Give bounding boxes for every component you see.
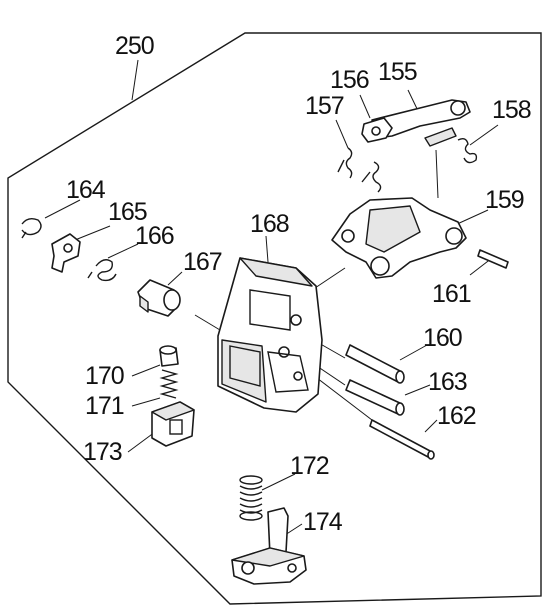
part-168-housing	[217, 257, 323, 413]
label-170: 170	[85, 362, 124, 390]
part-174-lever	[231, 507, 307, 585]
part-165-bracket	[51, 233, 81, 273]
part-162-pin	[369, 419, 435, 460]
label-157: 157	[305, 92, 344, 120]
label-156: 156	[330, 66, 369, 94]
part-158-spring-plate	[424, 127, 478, 164]
part-164-clip	[21, 217, 42, 239]
label-155: 155	[378, 58, 417, 86]
label-167: 167	[183, 248, 222, 276]
label-166: 166	[135, 222, 174, 250]
assembly-outline	[7, 32, 542, 605]
label-162: 162	[437, 402, 476, 430]
label-163: 163	[428, 368, 467, 396]
part-156-clip	[361, 117, 393, 143]
label-159: 159	[485, 186, 524, 214]
label-171: 171	[85, 392, 124, 420]
label-168: 168	[250, 210, 289, 238]
part-160-pin	[345, 344, 405, 384]
label-172: 172	[290, 452, 329, 480]
part-159-bracket	[331, 197, 467, 279]
part-163-pin	[345, 379, 405, 416]
part-161-pin	[477, 249, 509, 269]
label-250: 250	[115, 32, 154, 60]
part-172-spring	[239, 475, 263, 521]
part-171-spring	[159, 369, 179, 399]
part-labels: 250 156 155 157 158 159 161 160 163 162 …	[66, 32, 532, 536]
label-161: 161	[432, 280, 471, 308]
part-173-block	[151, 401, 195, 447]
label-158: 158	[492, 96, 531, 124]
label-165: 165	[108, 198, 147, 226]
part-166-spring	[87, 259, 117, 282]
part-157-springs	[337, 147, 382, 193]
label-174: 174	[303, 508, 343, 536]
label-164: 164	[66, 176, 106, 204]
part-167-knob	[137, 279, 181, 317]
part-170-cap	[159, 345, 179, 367]
label-173: 173	[83, 438, 122, 466]
label-160: 160	[423, 324, 462, 352]
